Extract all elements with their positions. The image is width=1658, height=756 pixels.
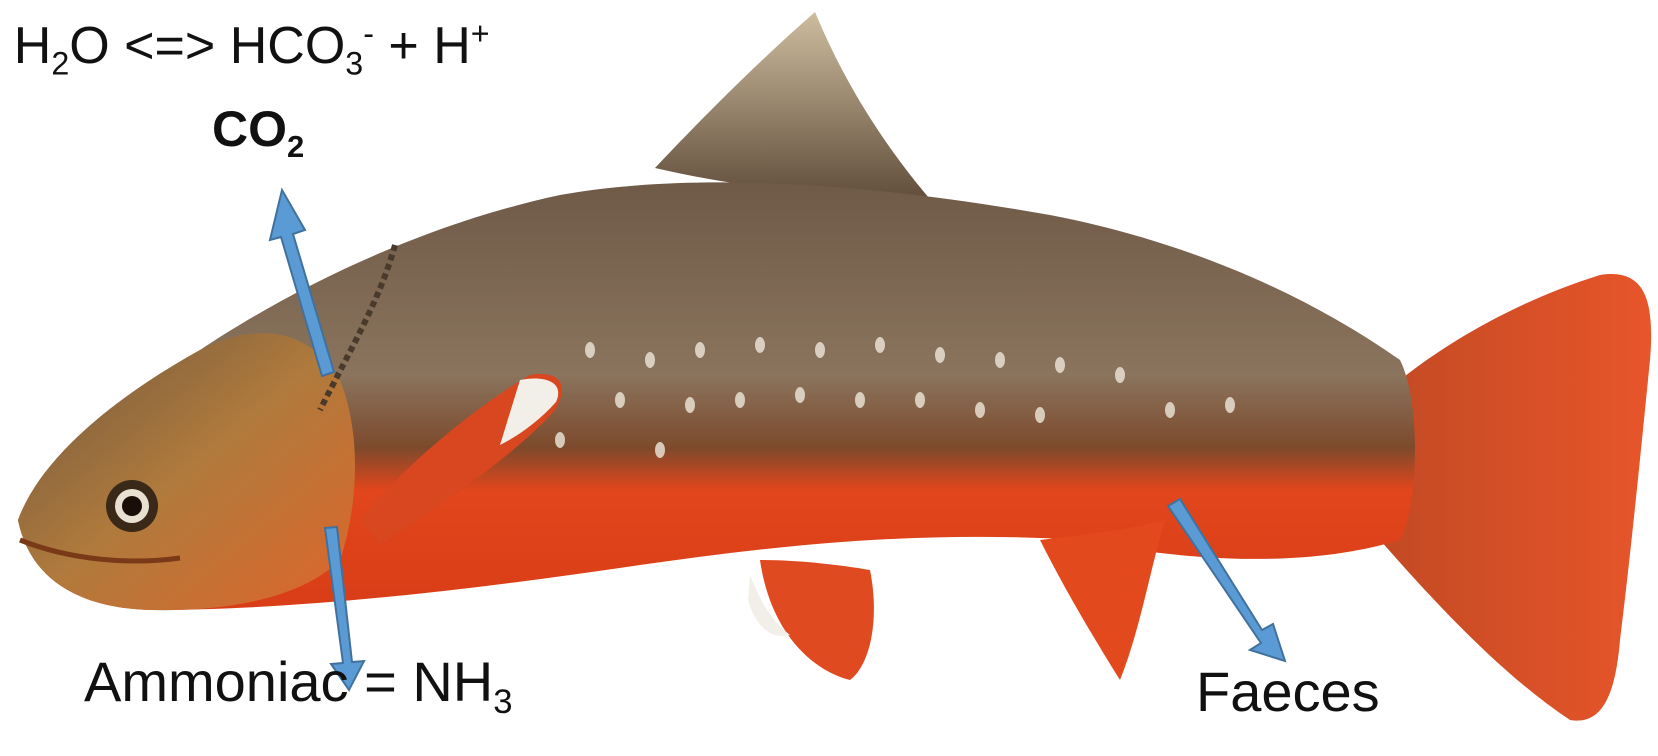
ammonia-sub: 3 [493,683,512,721]
tail-fin [1380,274,1651,721]
ammonia-label: Ammoniac = NH3 [84,654,513,710]
co2-main: CO [212,101,287,157]
ammonia-main: Ammoniac = NH [84,650,493,713]
equation-sub-1: 2 [51,45,69,81]
fish-head [18,333,355,610]
equation-sup-1: - [363,16,374,52]
carbonic-equation: - H2O <=> HCO3- + H+ [0,20,490,72]
anal-fin [1040,520,1165,680]
equation-sub-2: 3 [345,45,363,81]
equation-plus: + H [374,17,471,75]
faeces-label: Faeces [1196,664,1380,720]
dorsal-fin [655,12,935,205]
equation-lead: - H [0,17,51,75]
co2-label: CO2 [212,104,304,154]
pelvic-fin [760,560,874,680]
co2-sub: 2 [287,129,304,164]
equation-sup-2: + [471,16,490,52]
equation-mid: O <=> HCO [69,17,345,75]
